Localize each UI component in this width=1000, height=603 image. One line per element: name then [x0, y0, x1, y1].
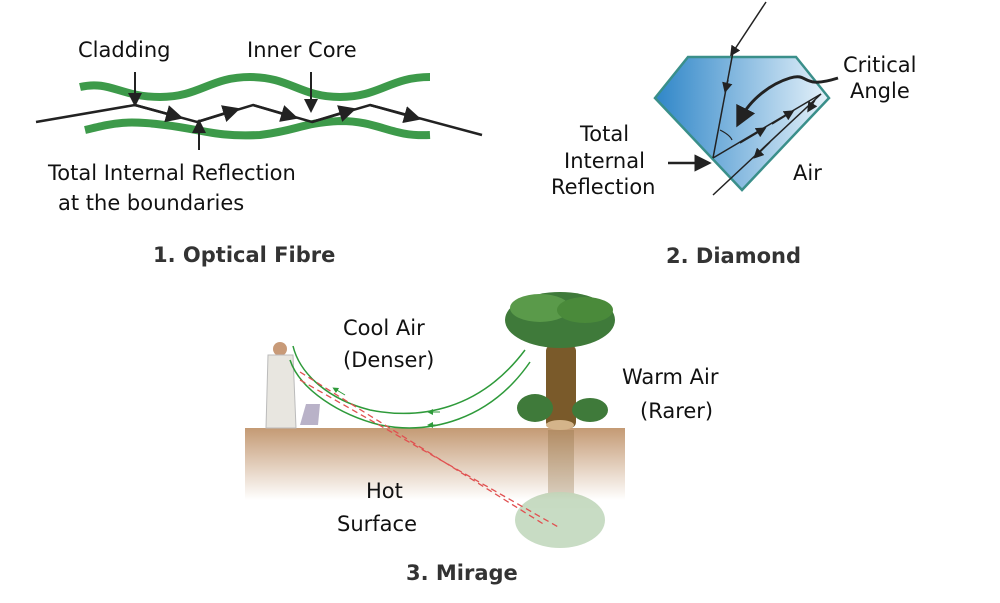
mirage-title: 3. Mirage [406, 561, 518, 585]
hot-ground [245, 428, 625, 500]
light-ray [35, 103, 483, 137]
palm-reflection [515, 430, 605, 548]
cool-air-label-1: Cool Air [343, 316, 425, 340]
cladding-label: Cladding [78, 38, 171, 62]
palm-tree-icon [505, 292, 615, 430]
fibre-tir-label-1: Total Internal Reflection [47, 161, 296, 185]
cladding-top-wave [79, 72, 431, 102]
mirage-diagram: Cool Air (Denser) Warm Air (Rarer) Hot S… [245, 292, 719, 585]
air-label: Air [793, 161, 822, 185]
inner-core-label: Inner Core [247, 38, 357, 62]
light-ray-upper [292, 345, 526, 415]
critical-angle-label-2: Angle [850, 79, 910, 103]
optical-fibre-diagram: Cladding Inner Core Total Internal Refle… [35, 38, 483, 267]
diamond-tir-label-2: Internal [564, 149, 645, 173]
diamond-title: 2. Diamond [666, 244, 801, 268]
optical-fibre-title: 1. Optical Fibre [153, 243, 335, 267]
fibre-tir-label-2: at the boundaries [58, 191, 244, 215]
virtual-ray-2 [299, 371, 546, 526]
diamond-tir-label-1: Total [579, 122, 629, 146]
person-icon [265, 342, 320, 429]
cool-air-label-2: (Denser) [343, 348, 434, 372]
diamond-tir-label-3: Reflection [551, 175, 656, 199]
warm-air-label-2: (Rarer) [640, 399, 713, 423]
cladding-bottom-wave [84, 116, 431, 140]
hot-surface-label-1: Hot [366, 479, 403, 503]
diamond-diagram: Critical Angle Total Internal Reflection… [551, 1, 916, 268]
critical-angle-arc [719, 129, 733, 141]
warm-air-label-1: Warm Air [622, 365, 719, 389]
hot-surface-label-2: Surface [337, 512, 417, 536]
critical-angle-pointer [736, 75, 839, 128]
critical-angle-label-1: Critical [843, 53, 916, 77]
